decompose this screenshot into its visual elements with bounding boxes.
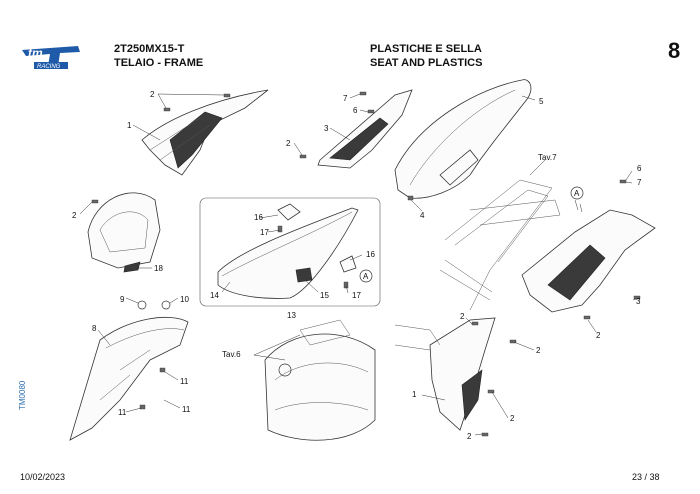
ref-tav6: Tav.6 (222, 350, 241, 359)
subframe-outline (439, 179, 561, 311)
callout-18: 18 (154, 264, 163, 273)
washer-9 (137, 300, 147, 310)
front-number-plate (87, 192, 161, 273)
side-panel-rear-middle (317, 89, 413, 169)
callout-2e: 2 (460, 312, 465, 321)
callout-16a: 16 (254, 213, 263, 222)
title-english: SEAT AND PLASTICS (370, 57, 483, 69)
callout-2f: 2 (536, 346, 541, 355)
seat-group-number: 13 (287, 311, 296, 320)
side-panel-front-left (141, 89, 269, 176)
callout-7a: 7 (343, 94, 348, 103)
callout-16b: 16 (366, 250, 375, 259)
model-code: 2T250MX15-T (114, 43, 185, 55)
a-marker-seat: A (359, 269, 373, 283)
svg-text:A: A (363, 272, 369, 281)
callout-9: 9 (120, 295, 125, 304)
title-italian: PLASTICHE E SELLA (370, 43, 482, 55)
callout-15: 15 (320, 291, 329, 300)
category-label: TELAIO - FRAME (114, 57, 204, 69)
callout-labels: 2 1 2 3 7 6 5 4 6 7 3 2 2 18 9 10 8 11 1… (72, 90, 642, 441)
callout-3a: 3 (324, 124, 329, 133)
callout-1a: 1 (127, 121, 132, 130)
a-marker-panel: A (570, 186, 584, 200)
callout-14: 14 (210, 291, 219, 300)
callout-2b: 2 (286, 139, 291, 148)
callout-11: 11 (182, 405, 191, 414)
callout-2h: 2 (467, 432, 472, 441)
rear-fender (394, 79, 532, 199)
callout-17a: 17 (260, 228, 269, 237)
callout-5: 5 (539, 97, 544, 106)
callout-12b: 11 (118, 408, 127, 417)
callout-10: 10 (180, 295, 189, 304)
svg-text:A: A (574, 189, 580, 198)
washer-10 (161, 300, 171, 310)
front-fender (69, 316, 189, 441)
logo-text: tm (28, 46, 43, 60)
callout-6a: 6 (353, 106, 358, 115)
callout-12a: 11 (180, 377, 189, 386)
ref-tav7: Tav.7 (538, 153, 557, 162)
radiator-shroud-right (394, 317, 496, 431)
footer-page: 23 / 38 (632, 472, 660, 482)
seat-bracket-front (277, 203, 301, 221)
callout-6b: 6 (637, 164, 642, 173)
callout-2c: 2 (596, 331, 601, 340)
tm-racing-logo: tm RACING (22, 46, 80, 70)
seat-bracket-rear (339, 255, 357, 273)
callout-3b: 3 (636, 297, 641, 306)
callout-2d: 2 (72, 211, 77, 220)
seat-group-box (199, 197, 381, 307)
callout-17b: 17 (352, 291, 361, 300)
callout-8: 8 (92, 324, 97, 333)
seat (217, 207, 359, 299)
fuel-tank (264, 319, 376, 441)
section-number: 8 (668, 38, 681, 63)
callout-2g: 2 (510, 414, 515, 423)
callout-7b: 7 (637, 178, 642, 187)
callout-2a: 2 (150, 90, 155, 99)
leader-lines (79, 93, 641, 436)
side-panel-rear-right (521, 209, 656, 313)
footer-date: 10/02/2023 (20, 472, 66, 482)
callout-4: 4 (420, 211, 425, 220)
callout-1b: 1 (412, 390, 417, 399)
logo-subtext: RACING (37, 64, 61, 70)
